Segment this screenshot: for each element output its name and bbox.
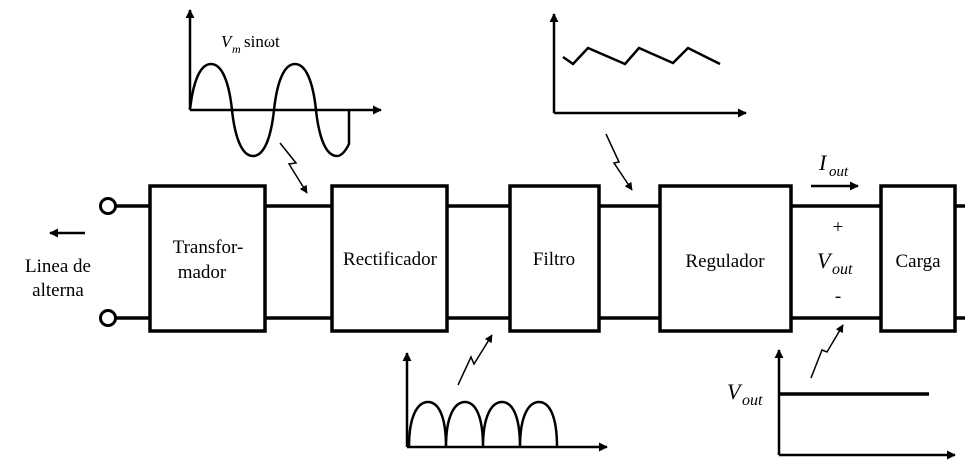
pointer-arrow-filtered xyxy=(605,133,633,191)
output-current-subscript: out xyxy=(829,164,849,180)
block-transformer: Transfor- mador xyxy=(148,184,267,333)
waveform-regulated: V out xyxy=(727,349,956,460)
output-minus-sign: - xyxy=(835,286,841,307)
sine-label-v: V xyxy=(221,32,234,51)
output-current-symbol: I xyxy=(818,150,828,175)
sine-label-subscript: m xyxy=(232,42,241,56)
rectifier-label: Rectificador xyxy=(343,249,438,270)
input-terminal-bottom xyxy=(99,309,117,327)
input-terminal-top xyxy=(99,197,117,215)
waveform-ac-sine: V m sinωt xyxy=(185,9,382,158)
waveform-filtered xyxy=(549,13,747,118)
transformer-label-line1: Transfor- xyxy=(173,237,244,258)
block-filter: Filtro xyxy=(508,184,601,333)
block-regulator: Regulador xyxy=(658,184,793,333)
regulated-label-subscript: out xyxy=(742,392,763,409)
output-voltage-subscript: out xyxy=(832,261,853,278)
block-load: Carga xyxy=(879,184,957,333)
block-rectifier: Rectificador xyxy=(330,184,449,333)
input-terminals xyxy=(49,197,117,327)
pointer-arrow-regulated xyxy=(810,324,844,379)
regulator-label: Regulador xyxy=(685,251,765,272)
filter-label: Filtro xyxy=(533,249,575,270)
output-voltage-symbol: V xyxy=(817,248,833,273)
pointer-arrow-ac xyxy=(279,142,308,194)
sine-label-function: sinωt xyxy=(244,32,280,51)
pointer-arrow-rectified xyxy=(457,334,493,386)
output-plus-sign: + xyxy=(833,217,844,238)
regulated-label-symbol: V xyxy=(727,379,743,404)
output-current: I out xyxy=(811,150,859,191)
waveform-rectified xyxy=(402,352,608,452)
output-voltage-label: V out xyxy=(817,248,853,278)
input-label-line1: Linea de xyxy=(25,256,91,277)
transformer-label-line2: mador xyxy=(178,262,227,283)
input-label-line2: alterna xyxy=(32,280,84,301)
load-label: Carga xyxy=(895,251,941,272)
